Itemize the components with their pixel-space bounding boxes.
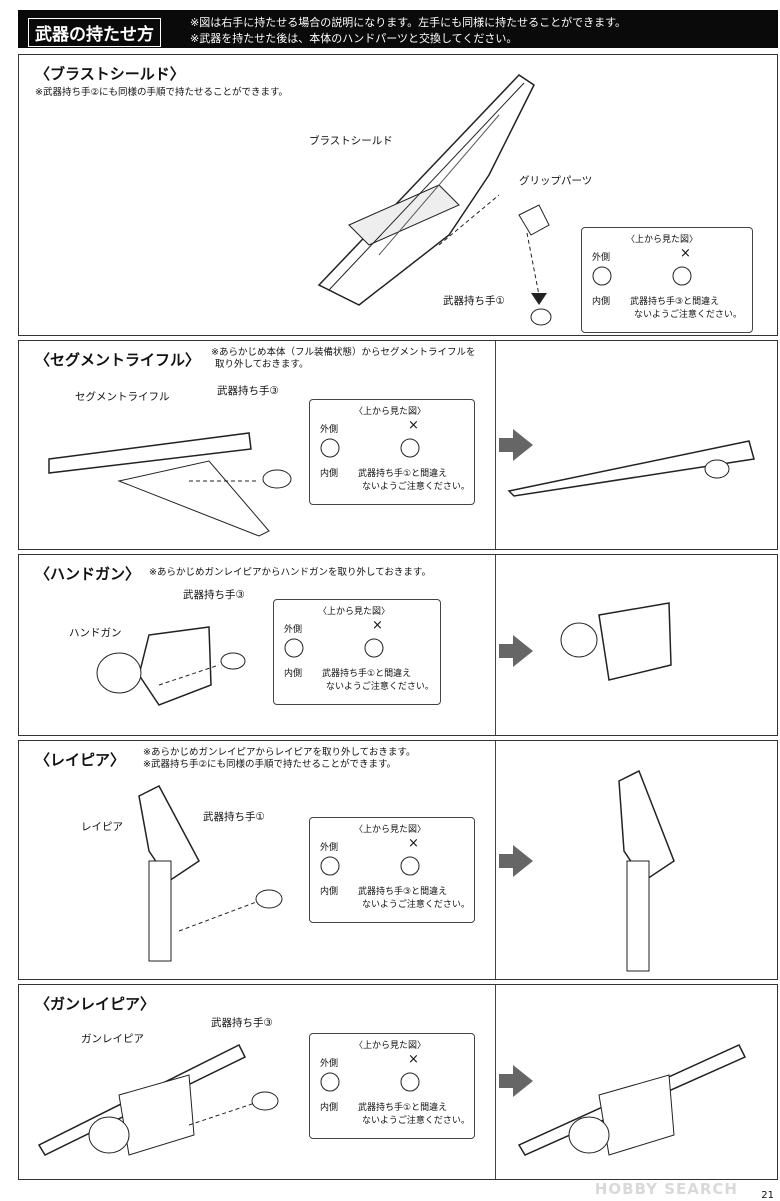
box-title: 〈上から見た図〉 [318, 607, 391, 617]
box-outside-label: 外側 [284, 625, 303, 635]
weapon-label: レイピア [81, 821, 123, 833]
box-outside-label: 外側 [320, 1059, 339, 1069]
box-warning-2: ないようご注意ください。 [326, 682, 434, 692]
rapier-illustration [138, 769, 675, 972]
weapon-label: ハンドガン [69, 627, 122, 639]
hand-icons [284, 638, 384, 658]
box-outside-label: 外側 [320, 425, 339, 435]
segment-rifle-illustration [48, 432, 755, 537]
section-title: 〈ブラストシールド〉 [35, 65, 185, 83]
hand-label: 武器持ち手③ [211, 1017, 273, 1029]
step-divider [495, 341, 496, 549]
section-note-1: ※あらかじめガンレイピアからレイピアを取り外しておきます。 [143, 747, 416, 758]
section-note-1: ※あらかじめ本体（フル装備状態）からセグメントライフルを [211, 347, 476, 358]
hand-label: 武器持ち手③ [217, 385, 279, 397]
manual-page: 武器の持たせ方 ※図は右手に持たせる場合の説明になります。左手にも同様に持たせる… [18, 10, 778, 1201]
section-note-2: 取り外しておきます。 [215, 359, 309, 370]
box-cross-mark: × [680, 246, 691, 261]
page-footer: HOBBY SEARCH 21 [18, 1180, 778, 1201]
grip-parts-label: グリップパーツ [519, 175, 593, 187]
box-cross-mark: × [408, 836, 419, 851]
weapon-label: ブラストシールド [309, 135, 393, 147]
next-step-arrow [499, 1065, 533, 1097]
box-warning-2: ないようご注意ください。 [362, 900, 470, 910]
top-view-box: 〈上から見た図〉 外側 × 内側 武器持ち手①と間違え ないようご注意ください。 [309, 399, 475, 505]
hand-label: 武器持ち手③ [183, 589, 245, 601]
page-header: 武器の持たせ方 ※図は右手に持たせる場合の説明になります。左手にも同様に持たせる… [18, 10, 778, 48]
box-outside-label: 外側 [592, 253, 611, 263]
hand-icons [320, 856, 420, 876]
step-divider [495, 555, 496, 735]
box-warning-1: 武器持ち手③と間違え [630, 297, 720, 307]
hand-label: 武器持ち手① [203, 811, 265, 823]
watermark-logo: HOBBY SEARCH [594, 1180, 738, 1198]
header-note-2: ※武器を持たせた後は、本体のハンドパーツと交換してください。 [190, 32, 518, 45]
section-segment-rifle: 〈セグメントライフル〉 ※あらかじめ本体（フル装備状態）からセグメントライフルを… [18, 340, 778, 550]
next-step-arrow [499, 635, 533, 667]
step-divider [495, 985, 496, 1179]
hand-label: 武器持ち手① [443, 295, 505, 307]
section-title: 〈ガンレイピア〉 [35, 995, 156, 1013]
section-gun-rapier: 〈ガンレイピア〉 ガンレイピア 武器持ち手③ 〈上から見た図〉 外側 × 内側 … [18, 984, 778, 1180]
blast-shield-illustration [317, 74, 552, 326]
box-title: 〈上から見た図〉 [354, 825, 427, 835]
top-view-box: 〈上から見た図〉 外側 × 内側 武器持ち手①と間違え ないようご注意ください。 [309, 1033, 475, 1139]
box-cross-mark: × [372, 618, 383, 633]
hand-icons [592, 266, 692, 286]
header-note-1: ※図は右手に持たせる場合の説明になります。左手にも同様に持たせることができます。 [190, 16, 627, 29]
box-inside-label: 内側 [320, 469, 339, 479]
section-note-2: ※武器持ち手②にも同様の手順で持たせることができます。 [143, 759, 397, 770]
top-view-box: 〈上から見た図〉 外側 × 内側 武器持ち手③と間違え ないようご注意ください。 [309, 817, 475, 923]
box-warning-1: 武器持ち手③と間違え [358, 887, 448, 897]
box-title: 〈上から見た図〉 [354, 1041, 427, 1051]
box-warning-1: 武器持ち手①と間違え [322, 669, 412, 679]
section-note: ※武器持ち手②にも同様の手順で持たせることができます。 [35, 87, 289, 98]
box-inside-label: 内側 [320, 1103, 339, 1113]
section-handgun: 〈ハンドガン〉 ※あらかじめガンレイピアからハンドガンを取り外しておきます。 ハ… [18, 554, 778, 736]
hand-icons [320, 438, 420, 458]
box-title: 〈上から見た図〉 [354, 407, 427, 417]
page-number: 21 [761, 1190, 774, 1201]
box-warning-2: ないようご注意ください。 [362, 1116, 470, 1126]
box-warning-2: ないようご注意ください。 [362, 482, 470, 492]
weapon-label: セグメントライフル [75, 391, 170, 403]
box-warning-2: ないようご注意ください。 [634, 310, 742, 320]
box-inside-label: 内側 [320, 887, 339, 897]
section-title: 〈ハンドガン〉 [35, 565, 141, 583]
box-title: 〈上から見た図〉 [626, 235, 699, 245]
hand-icons [320, 1072, 420, 1092]
page-title: 武器の持たせ方 [28, 18, 161, 47]
next-step-arrow [499, 429, 533, 461]
step-divider [495, 741, 496, 979]
section-rapier: 〈レイピア〉 ※あらかじめガンレイピアからレイピアを取り外しておきます。 ※武器… [18, 740, 778, 980]
box-cross-mark: × [408, 418, 419, 433]
box-warning-1: 武器持ち手①と間違え [358, 469, 448, 479]
top-view-box: 〈上から見た図〉 外側 × 内側 武器持ち手①と間違え ないようご注意ください。 [273, 599, 441, 705]
box-cross-mark: × [408, 1052, 419, 1067]
box-inside-label: 内側 [284, 669, 303, 679]
section-title: 〈レイピア〉 [35, 751, 126, 769]
box-warning-1: 武器持ち手①と間違え [358, 1103, 448, 1113]
top-view-box: 〈上から見た図〉 外側 × 内側 武器持ち手③と間違え ないようご注意ください。 [581, 227, 753, 333]
box-outside-label: 外側 [320, 843, 339, 853]
section-title: 〈セグメントライフル〉 [35, 351, 201, 369]
weapon-label: ガンレイピア [81, 1033, 144, 1045]
gun-rapier-illustration [37, 1043, 747, 1156]
handgun-illustration [96, 602, 672, 706]
next-step-arrow [499, 845, 533, 877]
section-blast-shield: 〈ブラストシールド〉 ※武器持ち手②にも同様の手順で持たせることができます。 ブ… [18, 54, 778, 336]
box-inside-label: 内側 [592, 297, 611, 307]
section-note: ※あらかじめガンレイピアからハンドガンを取り外しておきます。 [149, 567, 431, 578]
